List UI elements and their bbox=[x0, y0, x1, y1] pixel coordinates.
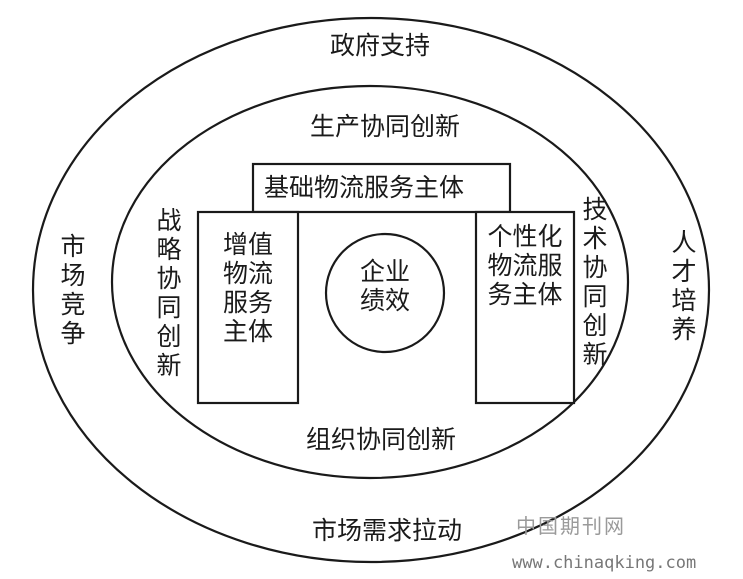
outer-right-label: 人才培养 bbox=[670, 228, 698, 344]
left-box bbox=[196, 210, 300, 405]
right-box-label: 个性化物流服务主体 bbox=[480, 222, 570, 309]
inner-left-label: 战略协同创新 bbox=[155, 206, 183, 380]
glyph: 创 bbox=[582, 311, 608, 340]
glyph: 同 bbox=[582, 282, 608, 311]
inner-top-label: 生产协同创新 bbox=[310, 112, 461, 141]
outer-bottom-label: 市场需求拉动 bbox=[312, 516, 463, 545]
glyph: 战 bbox=[156, 206, 182, 235]
glyph: 术 bbox=[582, 224, 608, 253]
text-line: 物流 bbox=[222, 259, 273, 288]
text-line: 企业 bbox=[359, 257, 410, 286]
text-line: 主体 bbox=[222, 317, 273, 346]
glyph: 竞 bbox=[60, 290, 86, 319]
text-line: 绩效 bbox=[359, 286, 410, 315]
text-line: 务主体 bbox=[487, 280, 563, 309]
top-box bbox=[251, 162, 512, 214]
text-line: 个性化 bbox=[487, 222, 563, 251]
left-box-label: 增值物流服务主体 bbox=[209, 230, 287, 346]
glyph: 技 bbox=[582, 195, 608, 224]
text-line: 服务 bbox=[222, 288, 273, 317]
glyph: 培 bbox=[671, 286, 697, 315]
glyph: 场 bbox=[60, 261, 86, 290]
inner-ellipse bbox=[110, 84, 630, 480]
top-box-label: 基础物流服务主体 bbox=[264, 173, 465, 202]
text-line: 增值 bbox=[222, 230, 273, 259]
glyph: 人 bbox=[671, 228, 697, 257]
center-circle bbox=[324, 232, 446, 354]
watermark-title: 中国期刊网 bbox=[516, 514, 626, 538]
glyph: 市 bbox=[60, 232, 86, 261]
glyph: 协 bbox=[156, 264, 182, 293]
glyph: 略 bbox=[156, 235, 182, 264]
inner-right-label: 技术协同创新 bbox=[581, 195, 609, 369]
glyph: 协 bbox=[582, 253, 608, 282]
inner-bottom-label: 组织协同创新 bbox=[306, 425, 457, 454]
outer-left-label: 市场竞争 bbox=[59, 232, 87, 348]
center-label: 企业绩效 bbox=[347, 257, 423, 315]
right-box bbox=[474, 210, 576, 405]
outer-top-label: 政府支持 bbox=[330, 31, 431, 60]
glyph: 才 bbox=[671, 257, 697, 286]
glyph: 新 bbox=[582, 340, 608, 369]
glyph: 同 bbox=[156, 293, 182, 322]
text-line: 物流服 bbox=[487, 251, 563, 280]
glyph: 争 bbox=[60, 319, 86, 348]
glyph: 新 bbox=[156, 351, 182, 380]
glyph: 养 bbox=[671, 315, 697, 344]
glyph: 创 bbox=[156, 322, 182, 351]
watermark-url: www.chinaqking.com bbox=[512, 553, 697, 573]
outer-ellipse bbox=[31, 16, 711, 564]
